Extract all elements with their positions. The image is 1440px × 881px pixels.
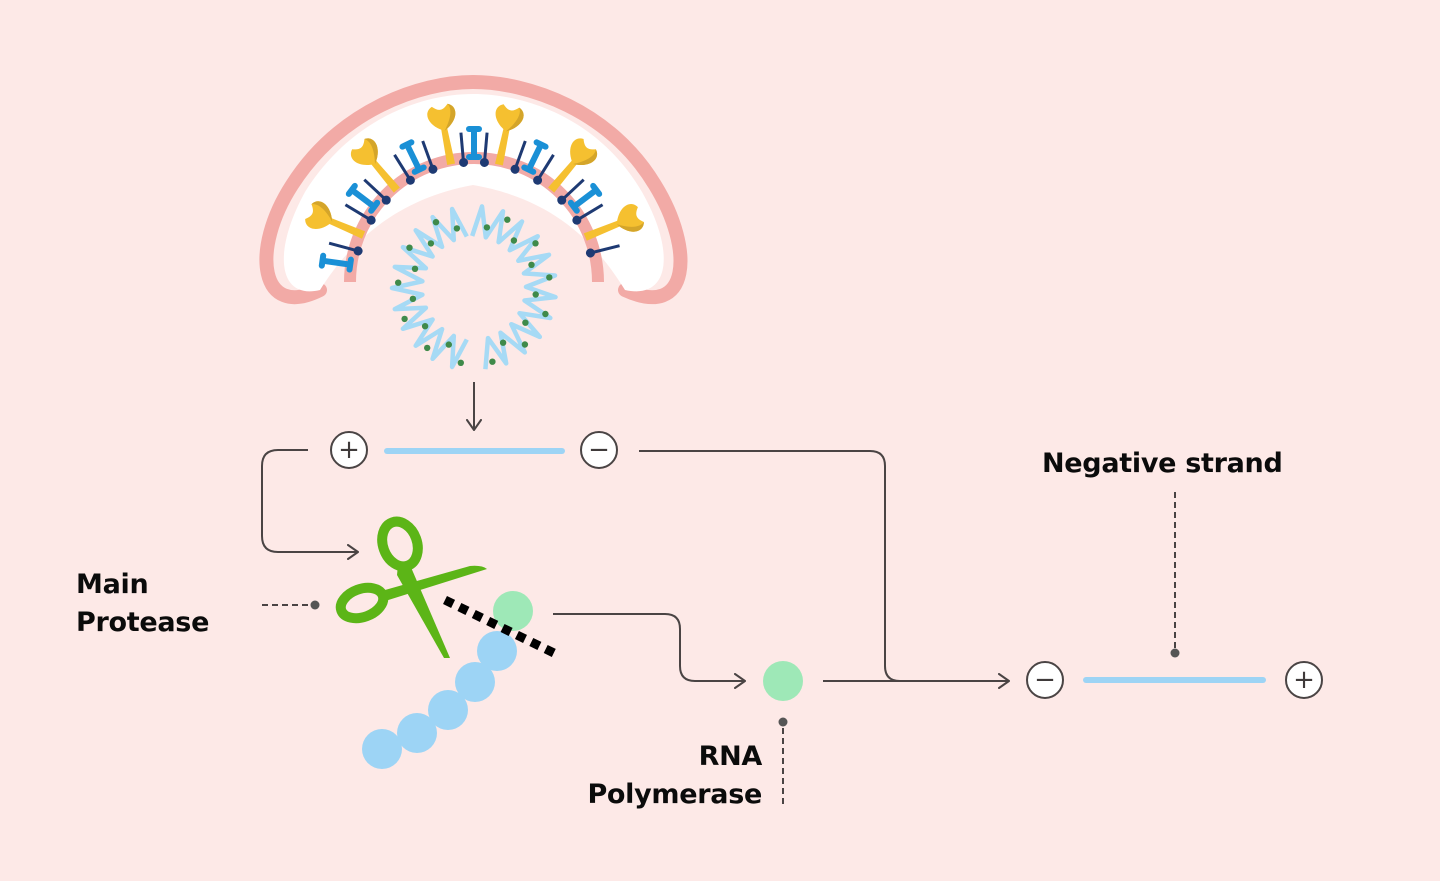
envelope-protein: [421, 140, 438, 174]
nucleocapsid-dot: [499, 339, 507, 346]
spike-protein: [427, 103, 456, 165]
leader-dot-rna-polymerase: [778, 717, 788, 727]
polyprotein-cleaved-bead: [493, 591, 533, 631]
nucleocapsid-dot: [522, 319, 529, 326]
nucleocapsid-dot: [532, 291, 539, 298]
envelope-protein: [328, 241, 363, 256]
virus-particle: [305, 103, 644, 370]
nucleocapsid-dot: [457, 359, 464, 366]
surface-proteins: [305, 103, 644, 273]
nucleocapsid-dot: [406, 244, 413, 251]
envelope-protein: [363, 178, 391, 205]
nucleocapsid-dot: [510, 237, 518, 244]
envelope-protein: [572, 203, 604, 225]
nucleocapsid-dot: [409, 295, 417, 302]
nucleocapsid-dot: [432, 219, 440, 226]
nucleocapsid-dot: [395, 279, 402, 286]
polyprotein-bead: [362, 729, 402, 769]
nucleocapsid-dot: [542, 310, 549, 318]
membrane-protein: [318, 252, 354, 273]
cell-membrane: [259, 74, 688, 304]
nucleocapsid-dot: [401, 315, 408, 323]
positive-strand-plus-icon: +: [330, 431, 368, 469]
envelope-protein: [459, 132, 469, 167]
spike-protein: [495, 104, 524, 166]
envelope-protein: [557, 178, 585, 205]
viral-rna-genome: [389, 204, 558, 370]
envelope-protein: [344, 203, 376, 225]
polyprotein-bead: [455, 662, 495, 702]
nucleocapsid-dot: [483, 224, 491, 231]
rna-polymerase-label-line2: Polymerase: [587, 779, 762, 810]
nucleocapsid-dot: [427, 240, 435, 247]
polyprotein-chain: [362, 591, 533, 769]
nucleocapsid-dot: [421, 323, 429, 330]
envelope-protein: [585, 244, 620, 258]
negative-strand-plus-icon: +: [1285, 661, 1323, 699]
spike-protein: [305, 201, 366, 239]
nucleocapsid-dot: [424, 344, 431, 352]
spike-protein: [583, 204, 644, 241]
nucleocapsid-dot: [546, 274, 553, 281]
spike-protein: [548, 138, 598, 193]
nucleocapsid-dot: [445, 341, 452, 348]
positive-strand-minus-icon: −: [580, 431, 618, 469]
rna-polymerase-label-line1: RNA: [698, 741, 763, 772]
main-protease-label-line2: Protease: [76, 607, 210, 638]
polyprotein-bead: [477, 631, 517, 671]
nucleocapsid-dot: [521, 341, 529, 348]
arrow-strand-to-protease: [261, 449, 359, 560]
main-protease-label-line1: Main: [76, 569, 149, 600]
spike-protein: [350, 138, 400, 193]
arrow-positive-to-negative: [639, 450, 901, 682]
membrane-protein: [466, 126, 482, 160]
main-protease-label: Main Protease: [76, 566, 209, 642]
arrow-protease-to-polymerase: [553, 613, 746, 689]
negative-strand-label: Negative strand: [1042, 448, 1283, 479]
nucleocapsid-dot: [411, 265, 419, 272]
nucleocapsid-dot: [489, 358, 496, 365]
membrane-protein: [567, 182, 603, 214]
nucleocapsid-dot: [453, 225, 461, 232]
envelope-protein: [479, 132, 489, 167]
leader-dot-negative-strand: [1170, 648, 1180, 658]
membrane-protein: [521, 139, 549, 175]
membrane-protein: [345, 182, 381, 214]
polyprotein-bead: [397, 713, 437, 753]
envelope-protein: [510, 140, 527, 174]
scissors-icon: [335, 516, 487, 658]
membrane-protein: [399, 139, 427, 175]
envelope-protein: [533, 153, 555, 185]
cleavage-cut-line: [443, 595, 560, 660]
rna-polymerase-protein: [763, 661, 803, 701]
leader-dot-main-protease: [310, 600, 320, 610]
nucleocapsid-proteins: [395, 216, 553, 366]
nucleocapsid-dot: [504, 216, 511, 223]
envelope-protein: [393, 153, 415, 185]
nucleocapsid-dot: [528, 261, 535, 268]
rna-polymerase-label: RNA Polymerase: [540, 738, 762, 814]
polyprotein-bead: [428, 690, 468, 730]
nucleocapsid-dot: [532, 240, 539, 247]
negative-strand-minus-icon: −: [1026, 661, 1064, 699]
